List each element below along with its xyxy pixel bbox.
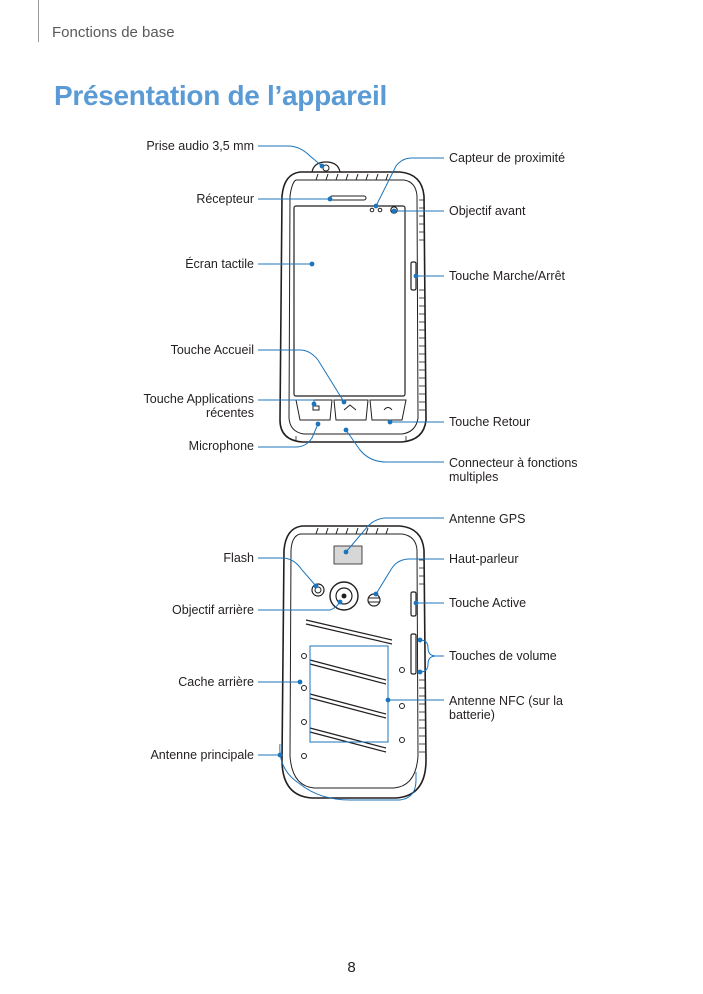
front-callouts	[258, 145, 444, 463]
label-recent-apps-key: Touche Applications récentes	[144, 392, 255, 420]
label-power-key: Touche Marche/Arrêt	[449, 269, 566, 283]
label-recent-apps-line2: récentes	[206, 406, 254, 420]
label-front-camera: Objectif avant	[449, 204, 526, 218]
label-back-key: Touche Retour	[449, 415, 531, 429]
label-microphone: Microphone	[188, 439, 254, 453]
label-multipurpose-jack-line1: Connecteur à fonctions	[449, 456, 578, 470]
label-receiver: Récepteur	[196, 192, 254, 206]
label-gps-antenna: Antenne GPS	[449, 512, 526, 526]
device-back-illustration	[281, 525, 427, 799]
label-speaker: Haut-parleur	[449, 552, 519, 566]
section-title: Fonctions de base	[52, 24, 175, 41]
label-multipurpose-jack-line2: multiples	[449, 470, 499, 484]
label-home-key: Touche Accueil	[170, 343, 254, 357]
section-divider	[38, 0, 39, 42]
label-nfc-antenna: Antenne NFC (sur la batterie)	[449, 694, 563, 722]
label-nfc-antenna-line1: Antenne NFC (sur la	[449, 694, 563, 708]
label-rear-camera: Objectif arrière	[172, 603, 254, 617]
page-number: 8	[347, 959, 356, 976]
label-audio-jack: Prise audio 3,5 mm	[146, 139, 254, 153]
label-proximity-sensor: Capteur de proximité	[449, 151, 566, 165]
device-front-illustration	[279, 161, 427, 443]
label-main-antenna: Antenne principale	[150, 748, 254, 762]
label-touchscreen: Écran tactile	[185, 257, 254, 271]
label-volume-keys: Touches de volume	[449, 649, 557, 663]
label-back-cover: Cache arrière	[178, 675, 254, 689]
label-active-key: Touche Active	[449, 596, 527, 610]
label-nfc-antenna-line2: batterie)	[449, 708, 495, 722]
page-title: Présentation de l’appareil	[54, 80, 387, 111]
label-multipurpose-jack: Connecteur à fonctions multiples	[449, 456, 578, 484]
back-callouts	[258, 517, 444, 801]
label-recent-apps-line1: Touche Applications	[143, 392, 255, 406]
label-flash: Flash	[223, 551, 254, 565]
